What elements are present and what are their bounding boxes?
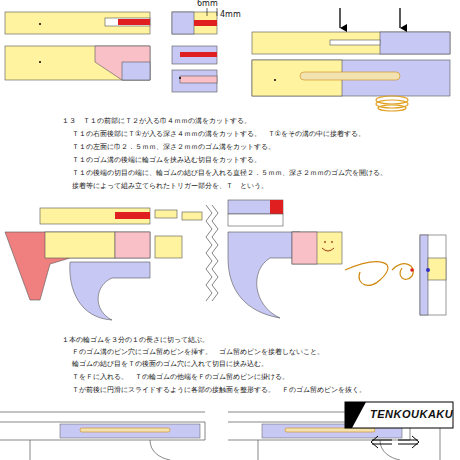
instruction-note: Ｔ１の右面後部にＴ①が入る深さ４ｍｍの溝をカットする。 Ｔ①をその溝の中に接着す…: [72, 130, 365, 138]
dimension-label: 4mm: [220, 11, 241, 20]
instruction-note: 接着等によって組み立てられたトリガー部分を、Ｔ という。: [72, 182, 268, 190]
instruction-note: １本の輪ゴムを３分の１の長さに切って結ぶ。: [62, 336, 209, 344]
watermark: TENKOUKAKU: [370, 408, 453, 420]
instruction-note: Ｆのゴム溝のピン穴にゴム留めピンを挿す。 ゴム留めピンを接着しないこと。: [72, 348, 324, 356]
instruction-note: １３ Ｔ１の前部にＴ２が入る巾４ｍｍの溝をカットする。: [62, 117, 251, 125]
instruction-note: Ｔ１のゴム溝の後端に輪ゴムを挟み込む切目をカットする。: [72, 156, 261, 164]
dimension-label: 6mm: [197, 0, 218, 9]
instruction-note: Ｔが前後に円滑にスライドするように各部の接触面を整形する。 Ｆのゴム留めピンを抜…: [72, 386, 366, 394]
instruction-note: 輪ゴムの結び目をＴの後面のゴム穴に入れて切目に挟み込む。: [72, 360, 268, 368]
instruction-note: Ｔ１の左面に巾２．５ｍｍ、深さ２ｍｍのゴム溝をカットする。: [72, 143, 275, 151]
instruction-note: ＴをＦに入れる。 Ｔの輪ゴムの他端をＦのゴム留めピンに掛ける。: [72, 373, 289, 381]
instruction-note: Ｔ１の後端の切目の端に、輪ゴムの結び目を入れる直径２．５ｍｍ、深さ２ｍｍのゴム穴…: [72, 169, 387, 177]
